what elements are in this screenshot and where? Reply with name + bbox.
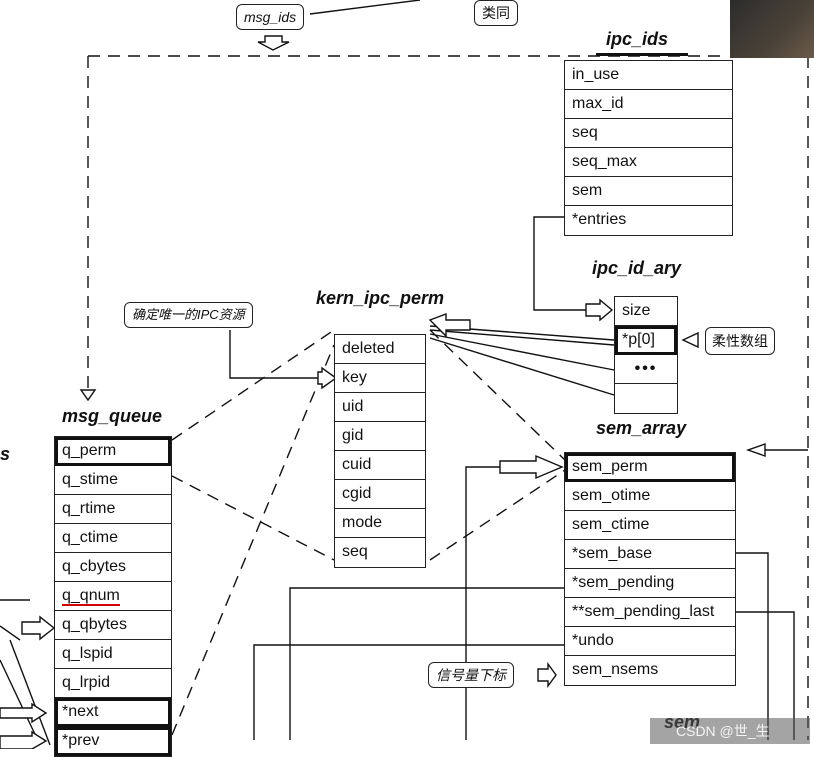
msg-queue-field: *next [55, 698, 171, 727]
ipc-id-ary-field: *p[0] [615, 326, 677, 355]
ipc-ids-field: seq [565, 119, 732, 148]
semaphore-index-label: 信号量下标 [436, 667, 506, 683]
watermark: CSDN @世_生 [650, 718, 810, 744]
kern-ipc-perm-field: gid [335, 422, 425, 451]
sem-array-field: *sem_pending [565, 569, 735, 598]
msg-queue-field: q_qbytes [55, 611, 171, 640]
sem-array-field: *sem_base [565, 540, 735, 569]
sem-array-field: sem_otime [565, 482, 735, 511]
underlined-field-text: q_qnum [62, 587, 120, 606]
kern-ipc-perm-field: cgid [335, 480, 425, 509]
msg-queue-field: q_ctime [55, 524, 171, 553]
msg-ids-label: msg_ids [244, 9, 297, 25]
msg-ids-bubble: msg_ids [236, 4, 305, 30]
leidong-label: 类同 [482, 5, 510, 21]
msg-queue-field: q_lspid [55, 640, 171, 669]
msg-queue-field: q_rtime [55, 495, 171, 524]
ipc-id-ary-field: size [615, 297, 677, 326]
sem-array-title: sem_array [596, 418, 687, 438]
flex-array-note: 柔性数组 [705, 327, 775, 355]
msg-queue-field: *prev [55, 727, 171, 756]
ipc-ids-underline [596, 53, 688, 56]
semaphore-index-note: 信号量下标 [428, 662, 514, 688]
ipc-ids-field: *entries [572, 211, 627, 228]
ipc-ids-field: max_id [565, 90, 732, 119]
sem-array-field: sem_ctime [565, 511, 735, 540]
kern-ipc-perm-field: uid [335, 393, 425, 422]
ipc-ids-field: seq_max [565, 148, 732, 177]
ipc-id-ary-table: size*p[0]••• [614, 296, 678, 414]
sem-array-field: sem_perm [565, 453, 735, 482]
msg-queue-field: q_stime [55, 466, 171, 495]
ipc-id-ary-field: ••• [615, 355, 677, 384]
kern-ipc-perm-field: deleted [335, 335, 425, 364]
kern-ipc-perm-title: kern_ipc_perm [316, 288, 445, 308]
sem-array-field: *undo [565, 627, 735, 656]
kern-ipc-perm-field: mode [335, 509, 425, 538]
sem-array-field: sem_nsems [572, 661, 659, 678]
ipc-ids-title: ipc_ids [606, 29, 669, 49]
ipc-id-ary-title: ipc_id_ary [592, 258, 682, 278]
kern-ipc-perm-field: seq [342, 543, 368, 560]
left-cut-title: s [0, 444, 11, 464]
msg-queue-title: msg_queue [62, 406, 163, 426]
kern-ipc-perm-field: key [335, 364, 425, 393]
unique-ipc-note: 确定唯一的IPC资源 [124, 302, 253, 328]
msg-queue-field: q_cbytes [55, 553, 171, 582]
ipc-id-ary-field [615, 384, 677, 413]
kern-ipc-perm-field: cuid [335, 451, 425, 480]
msg-queue-field: q_perm [55, 437, 171, 466]
unique-ipc-label: 确定唯一的IPC资源 [132, 307, 245, 322]
flex-array-label: 柔性数组 [712, 333, 768, 349]
video-thumbnail [730, 0, 814, 58]
msg-queue-field: q_qnum [55, 582, 171, 611]
ipc-ids-field: sem [565, 177, 732, 206]
leidong-bubble: 类同 [474, 0, 518, 26]
ipc-ids-field: in_use [565, 61, 732, 90]
msg-queue-field: q_lrpid [55, 669, 171, 698]
sem-array-field: **sem_pending_last [565, 598, 735, 627]
